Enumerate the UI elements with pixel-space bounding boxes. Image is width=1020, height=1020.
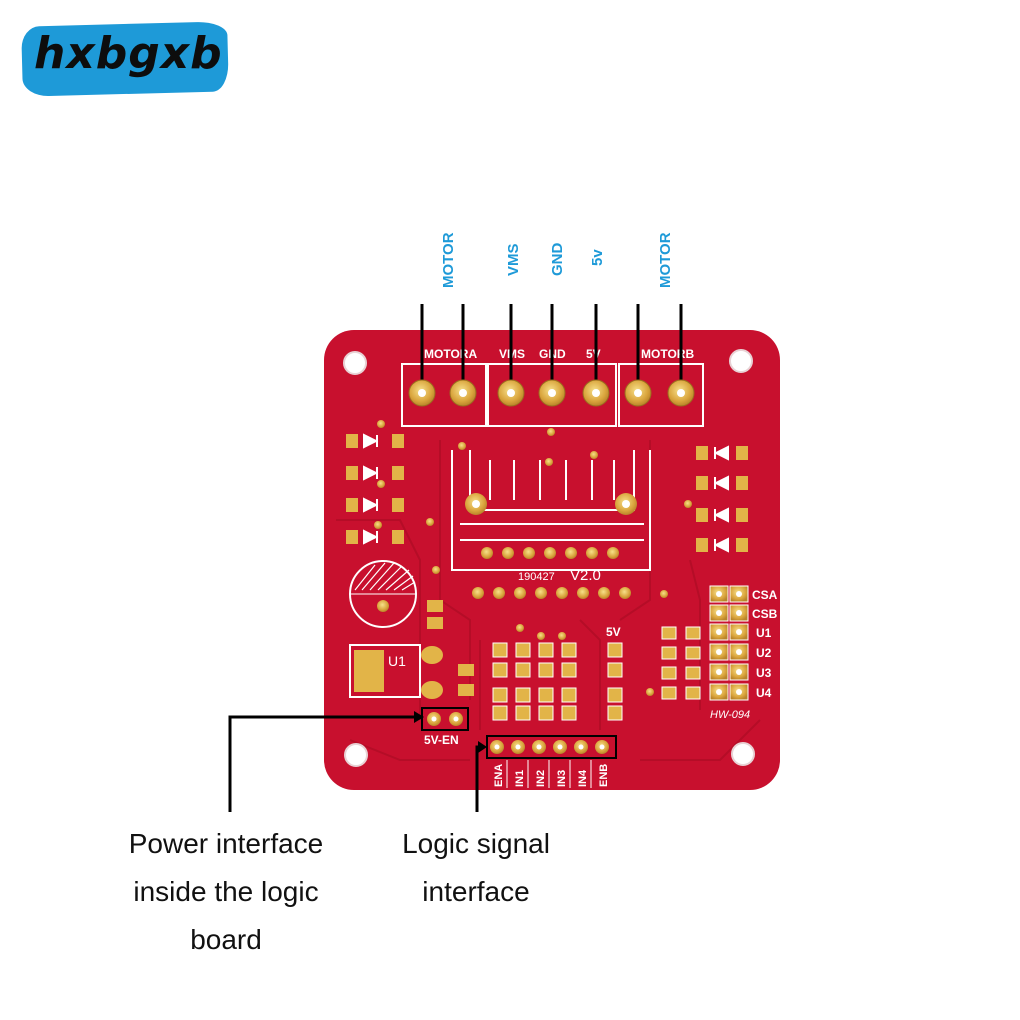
- right-header: CSA CSB U1 U2 U3 U4: [709, 585, 778, 701]
- mount-hole: [344, 743, 368, 767]
- label-vms: VMS: [505, 243, 522, 276]
- label-5v: 5v: [589, 249, 606, 266]
- callout-power-line-1: Power interface: [128, 828, 324, 859]
- mount-hole: [729, 349, 753, 373]
- brand-logo: hxbgxb: [21, 21, 229, 97]
- pcb-traces: [336, 440, 761, 761]
- chip-label-u1: U1: [388, 653, 406, 669]
- callout-power-line-3: board: [190, 924, 262, 955]
- label-motor-b: MOTOR: [657, 232, 674, 288]
- jumper-5v-en: 5V-EN: [421, 707, 469, 747]
- header-label-u1: U1: [756, 626, 772, 640]
- capacitor: [349, 560, 417, 628]
- external-pin-labels: MOTOR VMS GND 5v MOTOR: [440, 232, 674, 288]
- callout-power-interface: Power interface inside the logic board: [106, 820, 346, 964]
- driver-chip-outline: [451, 450, 651, 571]
- terminal-motor-a: [401, 363, 487, 427]
- power-callout-line: [228, 715, 420, 812]
- small-smd-pads-left: [427, 600, 474, 696]
- header-label-csb: CSB: [752, 607, 778, 621]
- header-label-u2: U2: [756, 646, 772, 660]
- pin-label-ena: ENA: [493, 764, 505, 787]
- label-gnd: GND: [549, 243, 566, 277]
- mount-hole: [343, 351, 367, 375]
- smd-pads-right: [661, 626, 701, 700]
- silk-motorb: MOTORB: [641, 347, 694, 361]
- callout-power-line-2: inside the logic: [133, 876, 319, 907]
- pin-label-in4: IN4: [577, 769, 589, 787]
- pin-label-in3: IN3: [556, 770, 568, 787]
- terminal-motor-b: [618, 363, 704, 427]
- mount-hole: [731, 742, 755, 766]
- pin-leader-lines: [420, 304, 683, 393]
- silk-5v-en: 5V-EN: [424, 733, 459, 747]
- pin-label-enb: ENB: [598, 764, 610, 787]
- label-motor-a: MOTOR: [440, 232, 457, 288]
- header-label-u4: U4: [756, 686, 772, 700]
- board-version: V2.0: [570, 567, 601, 584]
- silk-5v: 5V: [586, 347, 601, 361]
- silk-5v-mid: 5V: [606, 625, 621, 639]
- model-label: HW-094: [710, 709, 750, 721]
- terminal-pads: [408, 379, 695, 407]
- driver-chip-pads: [465, 493, 637, 599]
- terminal-silk-labels: MOTORA VMS GND 5V MOTORB: [424, 347, 694, 361]
- callout-lines: [228, 711, 487, 812]
- callout-logic-line-1: Logic signal: [402, 828, 550, 859]
- left-leds: [346, 433, 404, 545]
- right-leds: [696, 445, 748, 553]
- callout-logic-interface: Logic signal interface: [376, 820, 576, 916]
- pin-label-in1: IN1: [514, 770, 526, 787]
- mounting-holes: [343, 349, 755, 767]
- logo-text: hxbgxb: [34, 28, 223, 79]
- resistor-array: [492, 642, 623, 721]
- silk-motora: MOTORA: [424, 347, 477, 361]
- pin-label-in2: IN2: [535, 770, 547, 787]
- callout-logic-line-2: interface: [422, 876, 530, 907]
- vias: [374, 420, 692, 696]
- header-label-u3: U3: [756, 666, 772, 680]
- date-code: 190427: [518, 571, 555, 583]
- regulator-u1: U1: [349, 644, 443, 699]
- header-label-csa: CSA: [752, 588, 778, 602]
